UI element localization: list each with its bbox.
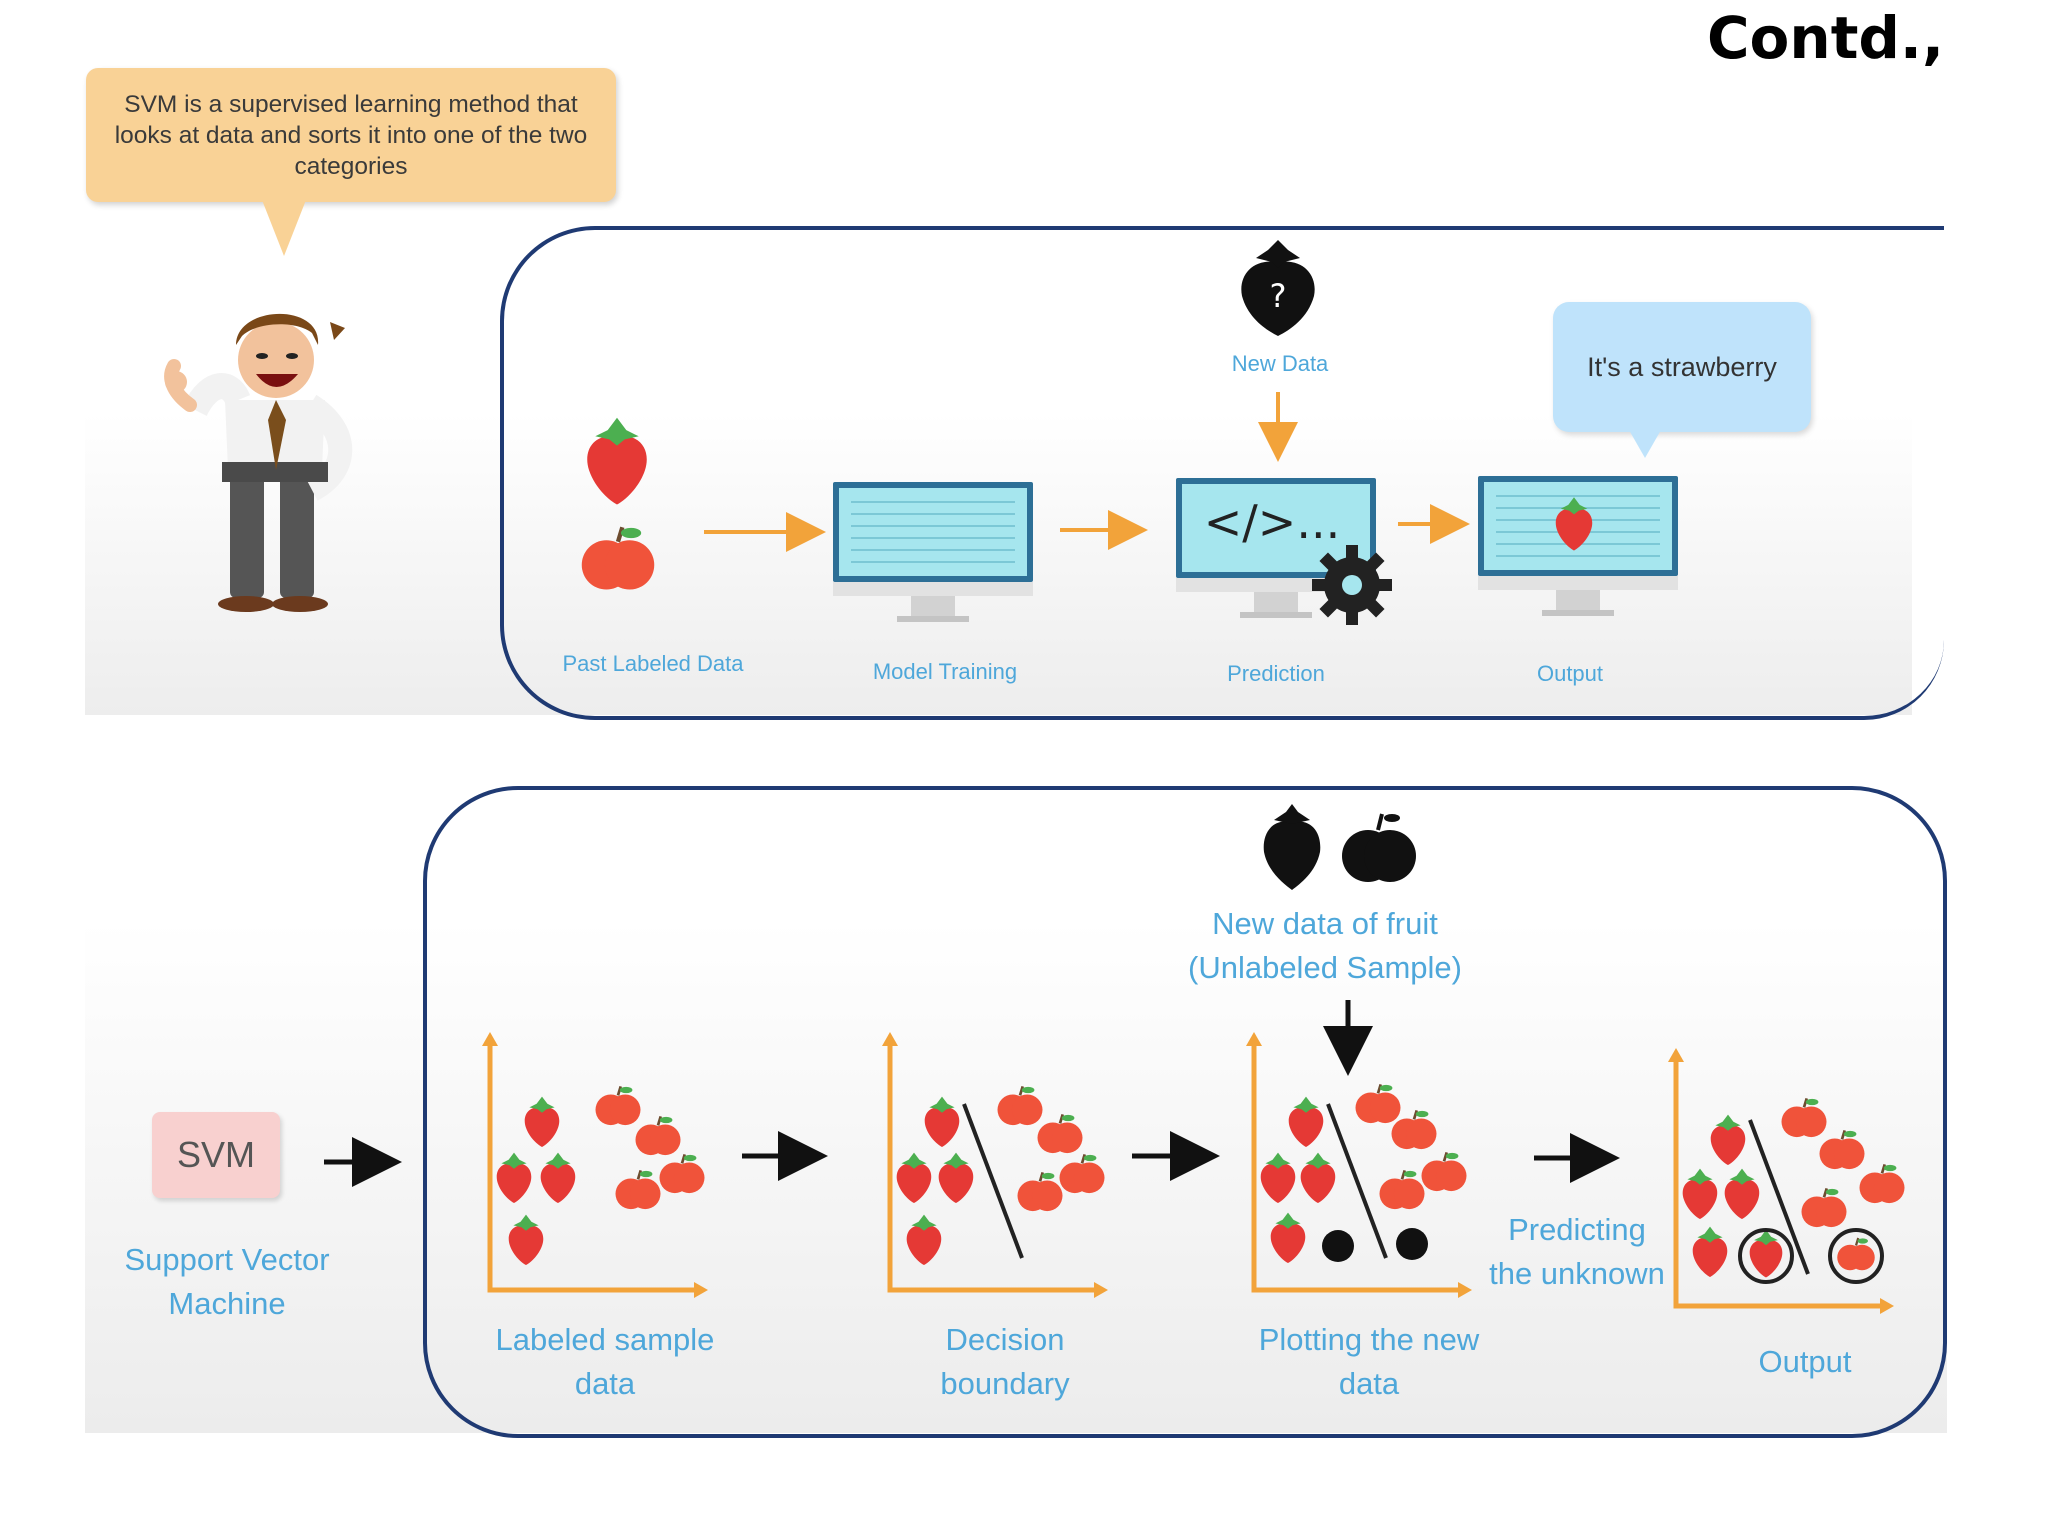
page-heading: Contd.,	[1706, 4, 1944, 72]
gear-icon	[1312, 545, 1392, 625]
speech-bubble: SVM is a supervised learning method that…	[86, 68, 616, 202]
plot-decision-boundary	[882, 1032, 1108, 1298]
training-monitor	[833, 482, 1033, 622]
step-decision-boundary: Decision boundary	[940, 1322, 1070, 1401]
svm-caption: Support Vector Machine	[124, 1242, 330, 1321]
unlabeled-apple-icon	[1342, 813, 1416, 882]
step-model-training: Model Training	[872, 659, 1018, 684]
output-bubble-tail	[1629, 430, 1661, 458]
unlabeled-strawberry-icon	[1263, 804, 1321, 890]
top-flow-frame	[500, 226, 1944, 720]
question-mark: ?	[1270, 277, 1287, 315]
bottom-panel	[85, 750, 1947, 1433]
output-speech-bubble: It's a strawberry	[1553, 302, 1811, 432]
new-data-label: New Data	[1231, 351, 1329, 376]
new-data-caption: New data of fruit (Unlabeled Sample)	[1188, 906, 1462, 985]
code-symbol: </>...	[1204, 495, 1340, 549]
step-output: Output	[1536, 661, 1604, 686]
step-predicting-unknown: Predicting the unknown	[1489, 1212, 1665, 1291]
plot-new-data	[1246, 1032, 1472, 1298]
top-strawberry-icon	[587, 417, 647, 505]
plot-labeled-sample	[482, 1032, 708, 1298]
step-plotting-new-data: Plotting the new data	[1258, 1322, 1480, 1401]
step-output-bottom: Output	[1758, 1344, 1852, 1379]
speech-bubble-tail	[262, 200, 306, 256]
top-apple-icon	[582, 527, 655, 589]
bottom-flow-frame	[423, 786, 1947, 1438]
plot-output	[1668, 1048, 1906, 1314]
unknown-fruit-icon	[1241, 240, 1315, 336]
step-labeled-sample-data: Labeled sample data	[495, 1322, 715, 1401]
step-past-labeled-data: Past Labeled Data	[562, 651, 744, 676]
svm-box: SVM	[152, 1112, 280, 1198]
presenter-figure	[164, 313, 353, 612]
step-prediction: Prediction	[1227, 661, 1325, 686]
